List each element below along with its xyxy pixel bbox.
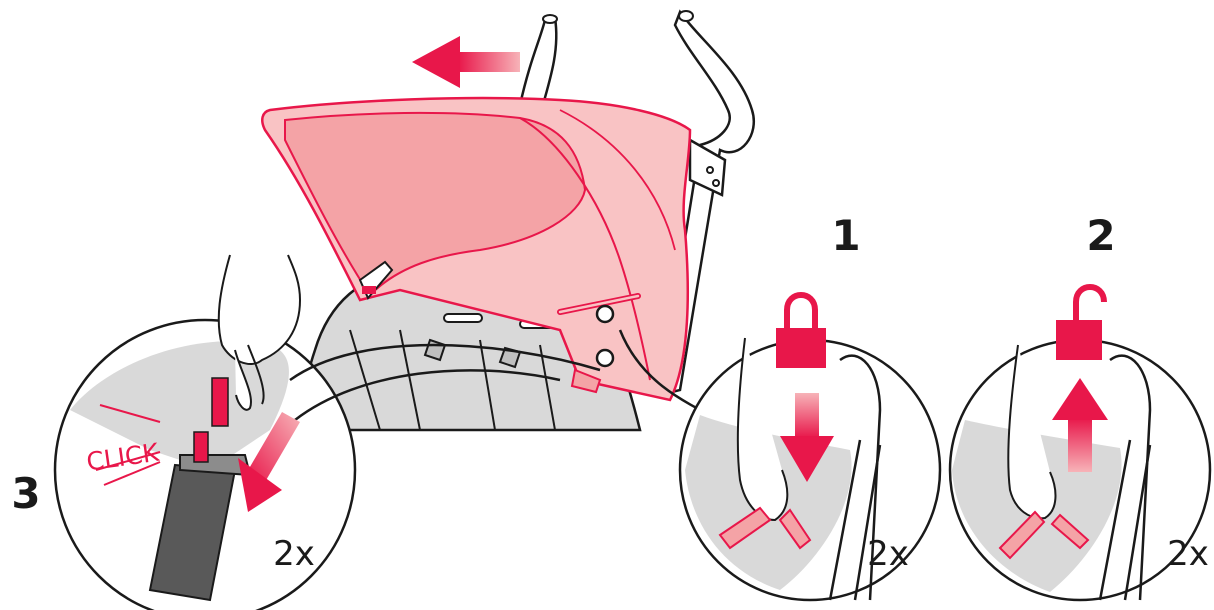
arrow-left-icon (412, 36, 520, 88)
lock-open-icon (1056, 287, 1104, 360)
step3-count: 2x (273, 534, 315, 574)
lock-closed-icon (776, 295, 826, 368)
step2-count: 2x (1167, 534, 1209, 574)
step-number-3: 3 (11, 469, 40, 518)
step-number-2: 2 (1086, 211, 1115, 260)
step-number-1: 1 (831, 211, 860, 260)
stroller-illustration (262, 11, 754, 430)
step1-count: 2x (867, 534, 909, 574)
